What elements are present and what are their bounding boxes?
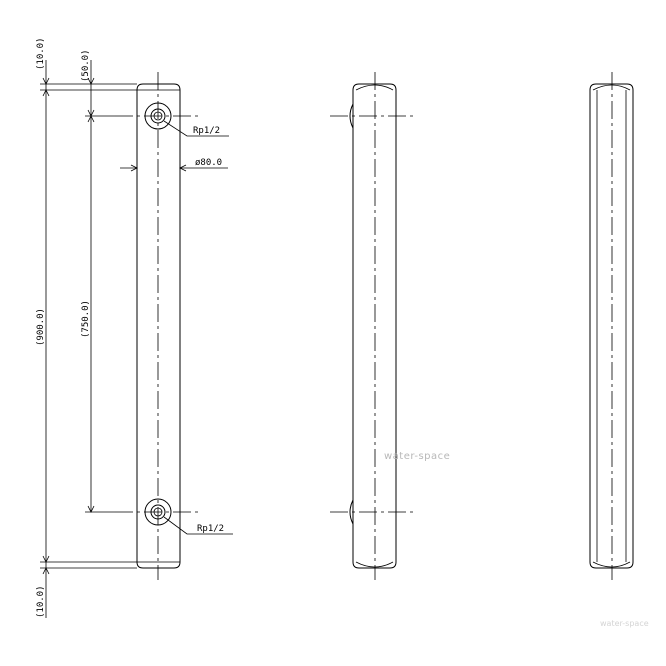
- lower-port: Rp1/2: [115, 498, 233, 535]
- side-view-body-outline: [352, 83, 397, 569]
- bottom-offset-dimension: (10.0): [36, 562, 50, 618]
- port-offset-label: (50.0): [81, 49, 91, 82]
- watermark-corner: water-space: [600, 619, 649, 628]
- port-offset-arrow-top: [87, 77, 95, 85]
- rear-view-top-cap: [592, 84, 631, 91]
- top-offset-label: (10.0): [36, 37, 46, 70]
- overall-length-dimension: (900.0): [36, 89, 50, 563]
- overall-length-label: (900.0): [36, 308, 46, 346]
- port-spacing-arrow-bottom: [87, 505, 95, 513]
- port-offset-dimension: (50.0): [81, 49, 95, 117]
- diameter-arrowhead-right: [179, 164, 187, 172]
- port-spacing-arrow-top: [87, 115, 95, 123]
- lower-port-leader-line: [163, 516, 233, 535]
- side-view: [330, 72, 414, 580]
- bottom-offset-arrow: [42, 567, 50, 575]
- top-offset-arrow: [42, 77, 50, 85]
- port-spacing-label: (750.0): [81, 300, 91, 338]
- rear-view-bottom-cap: [592, 561, 631, 568]
- lower-port-label: Rp1/2: [197, 524, 224, 534]
- side-view-upper-port-nozzle: [349, 103, 354, 129]
- diameter-dimension: ø80.0: [120, 158, 228, 172]
- top-offset-dimension: (10.0): [36, 37, 50, 90]
- upper-port-label: Rp1/2: [193, 126, 220, 136]
- upper-port-leader-line: [163, 120, 229, 137]
- port-spacing-dimension: (750.0): [81, 115, 95, 513]
- diameter-label: ø80.0: [195, 158, 222, 168]
- watermark-center: water-space: [384, 451, 450, 462]
- front-view-body-outline: [136, 83, 181, 569]
- side-view-top-cap: [355, 84, 394, 91]
- front-view: Rp1/2 Rp1/2 ø80.0: [36, 37, 233, 618]
- side-view-lower-port-nozzle: [349, 499, 354, 525]
- upper-port: Rp1/2: [115, 102, 229, 137]
- bottom-offset-label: (10.0): [36, 585, 46, 618]
- rear-view-body-outline: [589, 83, 634, 569]
- side-view-bottom-cap: [355, 561, 394, 568]
- rear-view: [589, 72, 634, 580]
- diameter-arrowhead-left: [130, 164, 138, 172]
